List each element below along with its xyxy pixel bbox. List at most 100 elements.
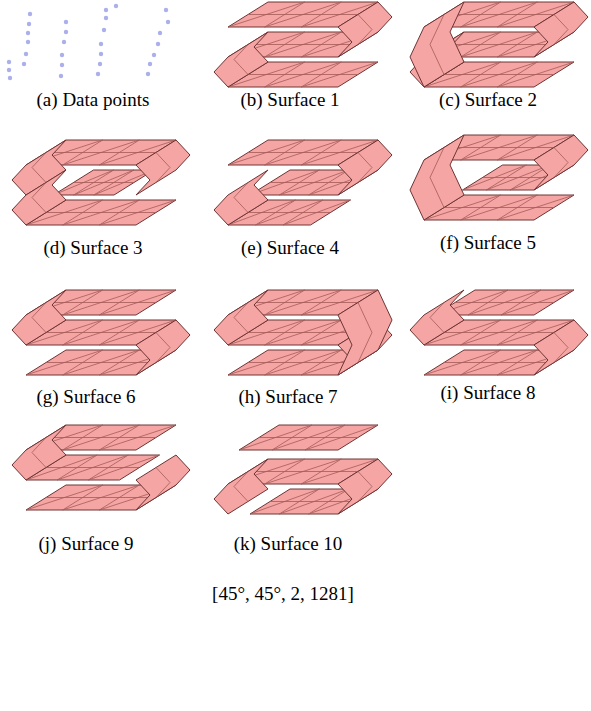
mesh-edge [285,471,322,472]
mesh-edge [554,333,568,348]
mesh-edge [156,468,170,483]
mesh-edge [358,303,372,333]
mesh-face [534,320,588,375]
mesh-face [12,170,66,225]
mesh-edge [32,438,46,453]
mesh-edge [483,177,507,178]
mesh-face [338,290,392,375]
mesh-edge [156,153,170,168]
mesh-edge [99,290,176,315]
mesh-face [214,459,268,514]
mesh-edge [430,15,444,45]
mesh-edge [303,212,331,213]
mesh-edge [497,62,574,87]
mesh-edge [285,302,322,303]
mesh-edge [554,15,568,30]
mesh-edge [32,168,46,183]
mesh-edge [46,497,83,498]
mesh-edge [259,437,292,438]
mesh-edge [325,437,358,438]
mesh-edge [554,30,568,45]
mesh-edge [32,183,46,198]
subfigure-caption: (d) Surface 3 [43,237,142,260]
mesh-face [136,140,190,195]
mesh-edge [114,182,134,183]
mesh-edge [554,163,568,178]
mesh-edge [248,14,285,15]
mesh-edge [99,425,176,450]
subfigure-caption: (b) Surface 1 [240,89,339,112]
mesh-face [338,2,392,57]
mesh-edge [358,15,372,30]
mesh-edge [46,362,83,363]
mesh-edge [32,318,46,333]
mesh-edge [94,170,134,195]
mesh-edge [32,453,46,468]
mesh-edge [444,362,481,363]
mesh-edge [119,212,156,213]
mesh-edge [94,182,114,183]
mesh-edge [285,152,322,153]
mesh-edge [517,147,554,148]
mesh-face [239,425,378,450]
parameter-label: [45°, 45°, 2, 1281] [212,583,354,606]
mesh-edge [292,437,325,438]
mesh-edge [444,207,481,208]
mesh-edge [74,170,114,195]
mesh-edge [83,362,120,363]
mesh-edge [156,168,170,183]
mesh-edge [517,74,554,75]
subfigure-caption: (c) Surface 2 [439,89,537,112]
mesh-edge [46,212,83,213]
mesh-edge [358,30,372,45]
mesh-face [410,290,464,345]
mesh-edge [444,332,481,333]
mesh-edge [83,152,120,153]
mesh-edge [321,74,358,75]
mesh-edge [285,332,322,333]
mesh-edge [285,44,322,45]
mesh-edge [248,332,285,333]
mesh-edge [321,302,358,303]
mesh-edge [481,44,518,45]
mesh-face [12,425,66,480]
mesh-edge [554,348,568,363]
mesh-edge [481,362,518,363]
mesh-edge [497,195,574,220]
subfigure-caption: (g) Surface 6 [36,386,135,409]
mesh-edge [481,74,518,75]
mesh-edge [248,362,285,363]
mesh-edge [119,302,156,303]
subfigure-caption: (e) Surface 4 [241,237,339,260]
surface-meshes [12,2,588,514]
mesh-edge [156,483,170,498]
mesh-edge [248,74,285,75]
mesh-edge [46,467,77,468]
mesh-edge [521,302,554,303]
mesh-edge [455,302,488,303]
mesh-edge [234,487,248,502]
mesh-face [214,32,268,87]
mesh-edge [305,425,378,450]
mesh-edge [234,303,248,318]
mesh-edge [481,147,518,148]
mesh-edge [99,200,176,225]
mesh-edge [248,152,285,153]
mesh-face [338,459,392,514]
mesh-edge [358,168,372,183]
mesh-edge [119,332,156,333]
mesh-edge [481,14,518,15]
mesh-edge [506,177,530,178]
mesh-edge [430,148,444,178]
mesh-face [534,2,588,57]
mesh-edge [83,212,120,213]
mesh-edge [321,152,358,153]
subfigure-caption: (h) Surface 7 [238,386,337,409]
mesh-face [338,140,392,195]
subfigure-caption: (j) Surface 9 [39,533,134,556]
mesh-edge [234,472,248,487]
mesh-face [136,320,190,375]
subfigure-caption: (a) Data points [37,89,150,112]
mesh-edge [358,472,372,487]
subfigure-caption: (k) Surface 10 [234,533,343,556]
